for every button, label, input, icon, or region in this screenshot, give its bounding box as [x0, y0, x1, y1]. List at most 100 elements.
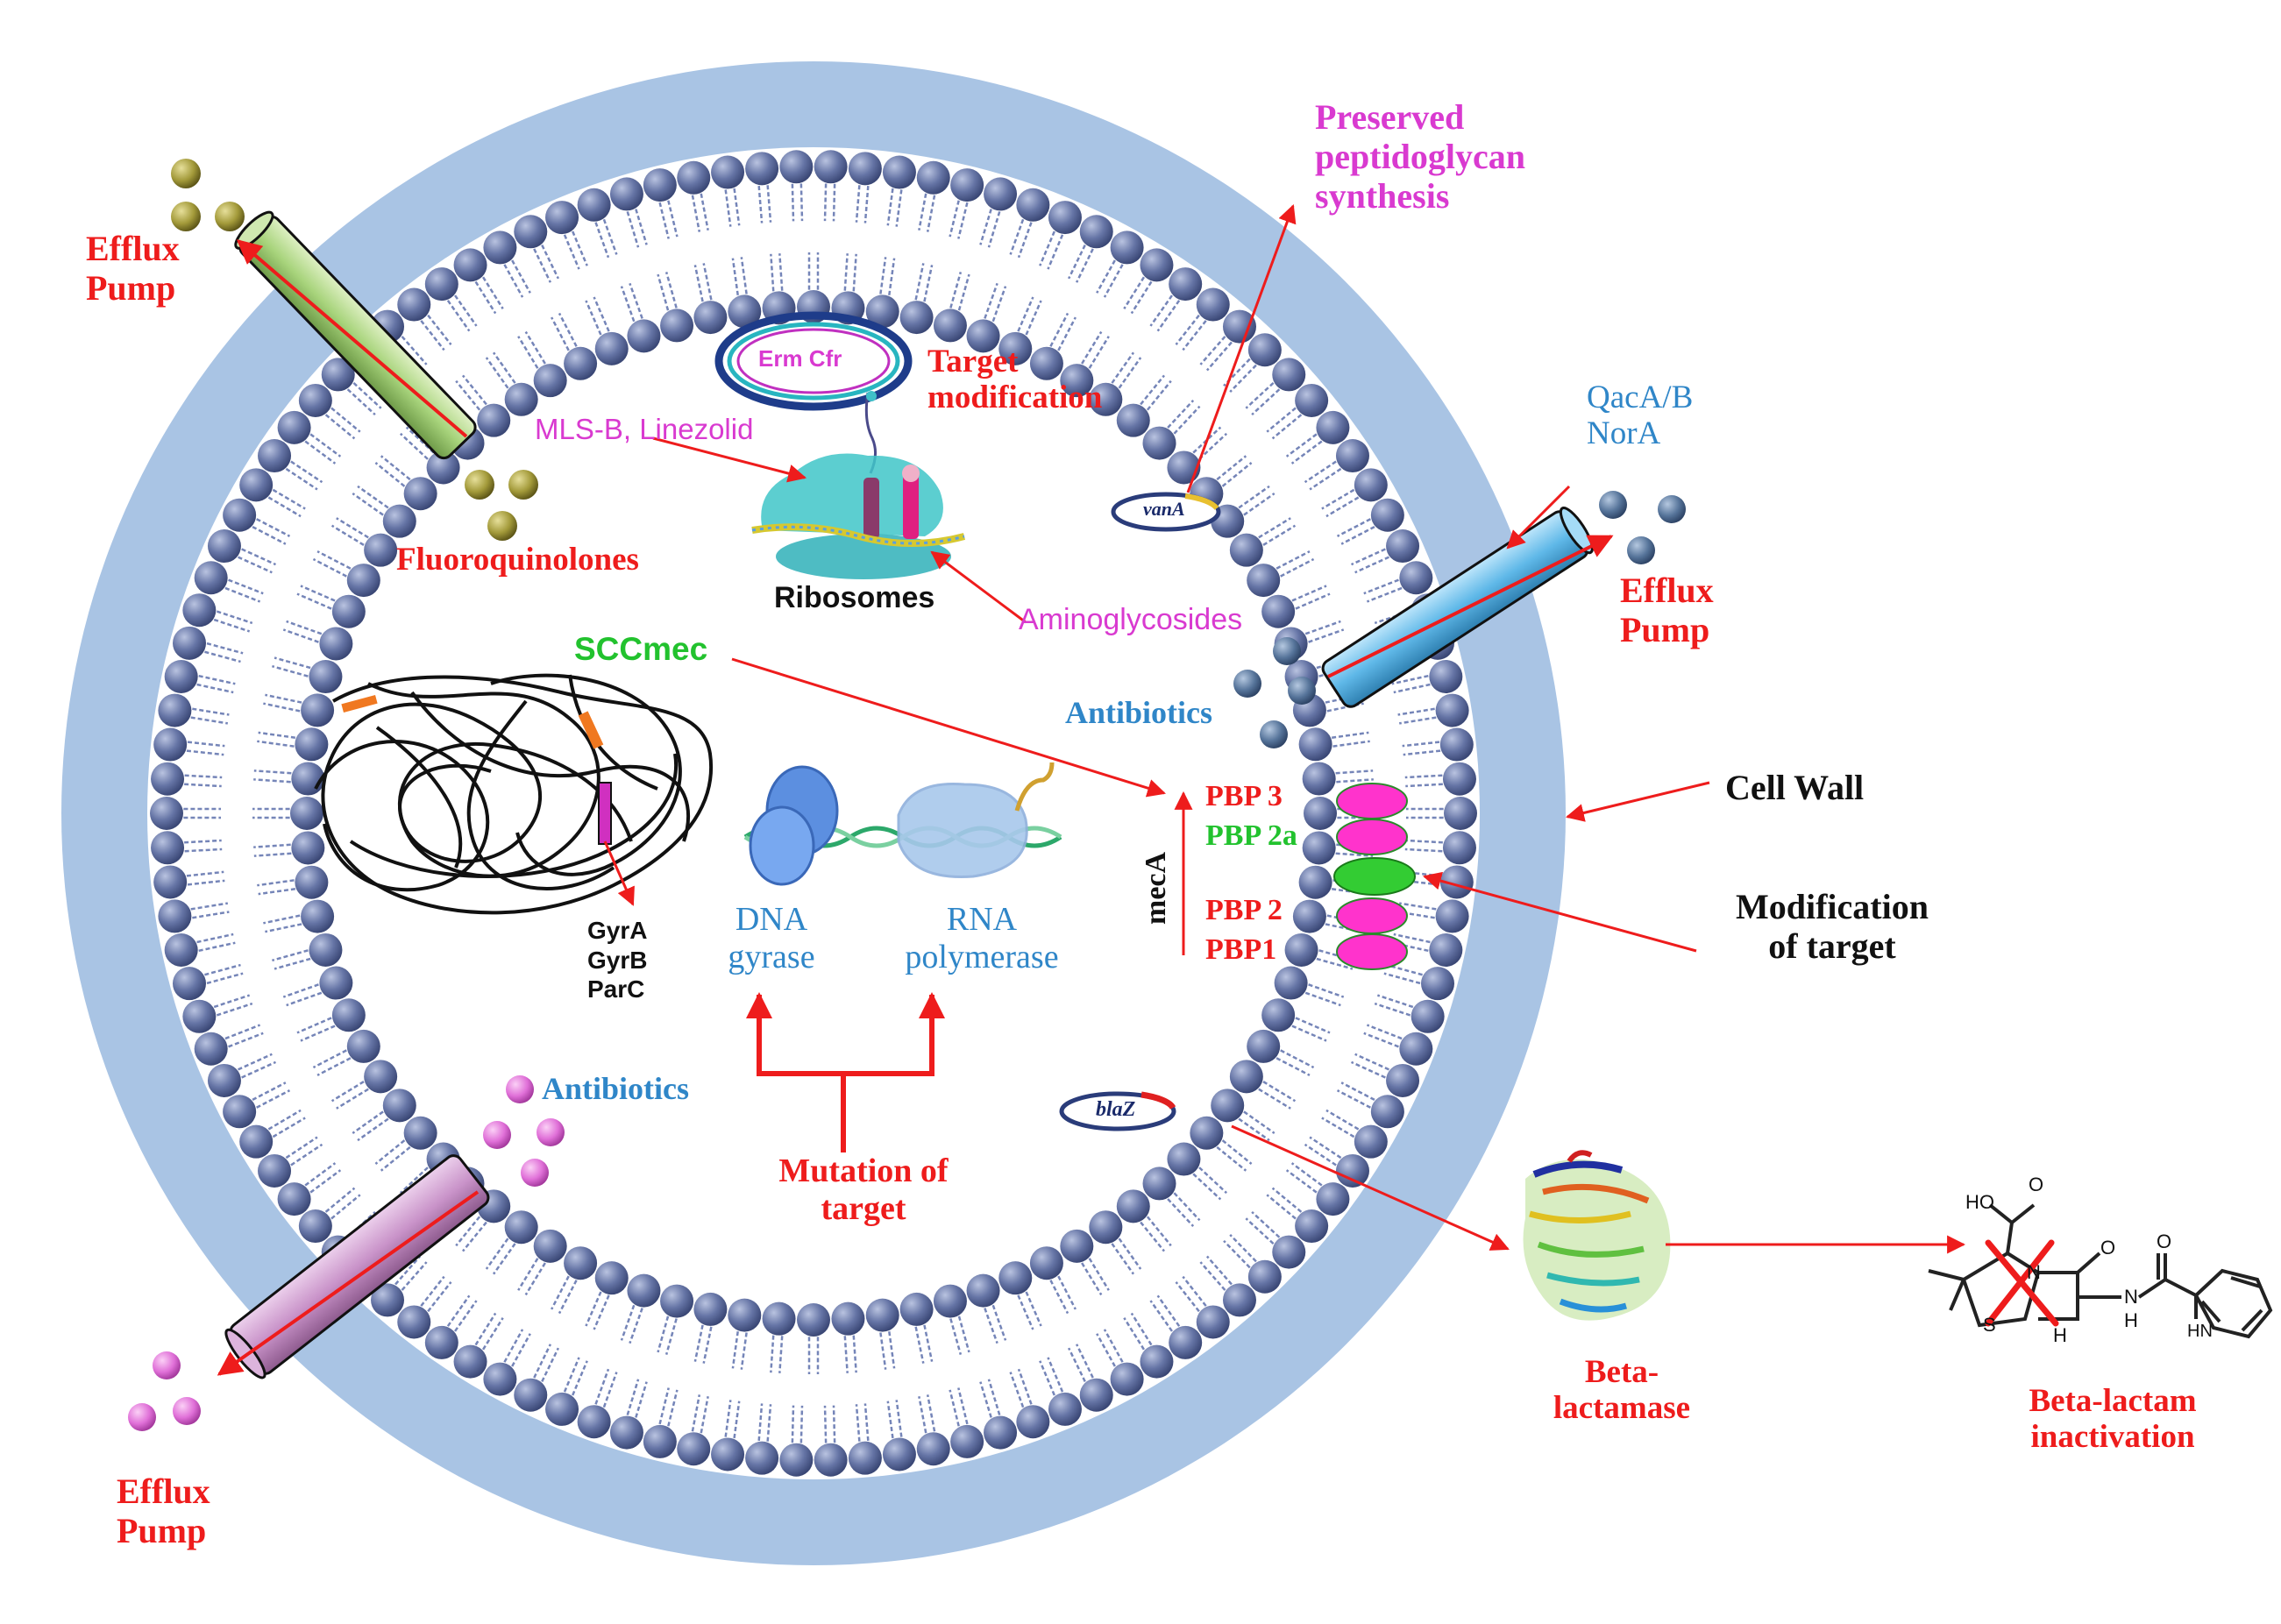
- chromosome-magenta-segment: [598, 782, 612, 845]
- lipid-head: [291, 831, 325, 865]
- lipid-tail: [1156, 294, 1184, 332]
- label-pbp1: PBP1: [1205, 933, 1277, 966]
- lipid-tail: [1216, 1135, 1253, 1165]
- lipid-tail: [1096, 1333, 1119, 1373]
- mutation-bracket-arrows: [746, 992, 945, 1152]
- efflux-arrow-right: [1327, 535, 1614, 678]
- lipid-tail: [325, 1194, 361, 1224]
- lipid-tail: [1182, 1275, 1212, 1313]
- lipid-tail: [568, 224, 588, 266]
- lipid-tail: [1245, 1217, 1280, 1250]
- lipid-head: [258, 1153, 292, 1188]
- lipid-tail: [210, 1002, 253, 1019]
- lipid-head: [594, 1261, 629, 1295]
- lipid-tail: [1245, 377, 1280, 409]
- lipid-tail: [1256, 524, 1297, 550]
- lipid-head: [309, 660, 343, 694]
- lipid-tail: [455, 379, 486, 416]
- lipid-head: [1196, 287, 1230, 322]
- lipid-head: [426, 450, 460, 485]
- lipid-tail: [989, 286, 1007, 329]
- lipid-head: [364, 533, 398, 567]
- lipid-tail: [799, 1405, 804, 1450]
- lipid-tail: [1266, 402, 1302, 433]
- lipid-tail: [282, 628, 326, 646]
- lipid-head: [728, 294, 762, 329]
- lipid-tail: [842, 253, 849, 298]
- arrow-modification-of-target: [1422, 871, 1697, 953]
- lipid-tail: [1162, 399, 1195, 434]
- antibiotic-spheres-blue-outside: [1599, 491, 1686, 564]
- lipid-tail: [319, 409, 356, 440]
- lipid-tail: [1141, 1210, 1172, 1247]
- lipid-tail: [177, 847, 223, 853]
- lipid-tail: [180, 740, 225, 748]
- lipid-tail: [1351, 1060, 1393, 1081]
- lipid-head: [403, 477, 437, 511]
- lipid-tail: [878, 1325, 887, 1370]
- label-pbp2: PBP 2: [1205, 894, 1283, 926]
- lipid-tail: [1022, 300, 1042, 342]
- lipid-tail: [316, 1053, 358, 1076]
- arrow-cell-wall: [1565, 781, 1710, 822]
- lipid-head: [182, 593, 217, 628]
- lipid-tail: [177, 774, 223, 779]
- label-efflux-pump-top-left: Efflux Pump: [86, 229, 180, 308]
- lipid-head: [150, 797, 183, 830]
- lipid-tail: [1289, 592, 1331, 613]
- lipid-tail: [791, 176, 795, 222]
- ribosome-icon: [751, 453, 966, 579]
- lipid-tail: [913, 1319, 925, 1364]
- lipid-head: [1399, 561, 1433, 595]
- lipid-head: [693, 301, 728, 335]
- lipid-tail: [664, 272, 680, 316]
- lipid-tail: [1232, 1113, 1270, 1142]
- lipid-tail: [1309, 955, 1354, 970]
- lipid-tail: [1404, 774, 1450, 779]
- lipid-tail: [1383, 972, 1428, 987]
- lipid-tail: [299, 436, 337, 465]
- lipid-tail: [284, 1143, 323, 1170]
- lipid-head: [1386, 1063, 1420, 1097]
- lipid-head: [424, 1325, 458, 1359]
- lipid-tail: [1169, 405, 1201, 440]
- lipid-tail: [657, 273, 672, 318]
- lipid-tail: [1340, 1081, 1382, 1104]
- label-efflux-pump-bottom-left: Efflux Pump: [117, 1472, 210, 1550]
- lipid-tail: [253, 842, 298, 848]
- lipid-head: [298, 1209, 332, 1244]
- label-beta-lactamase: Beta- lactamase: [1553, 1354, 1691, 1427]
- lipid-head: [1370, 498, 1404, 532]
- lipid-head: [382, 1089, 416, 1123]
- lipid-head: [1116, 1189, 1150, 1223]
- lipid-tail: [280, 1136, 318, 1163]
- chem-label-n-ring: N: [2027, 1261, 2041, 1283]
- lipid-tail: [957, 1387, 970, 1431]
- lipid-tail: [886, 1401, 895, 1446]
- lipid-tail: [664, 1311, 680, 1355]
- label-modification-of-target: Modification of target: [1736, 887, 1929, 966]
- lipid-tail: [624, 1379, 640, 1422]
- lipid-tail: [765, 178, 772, 223]
- lipid-head: [594, 331, 629, 365]
- lipid-tail: [1321, 1117, 1361, 1142]
- lipid-tail: [316, 550, 358, 573]
- lipid-tail: [266, 1117, 306, 1142]
- lipid-head: [1167, 450, 1201, 485]
- lipid-head: [1439, 727, 1474, 762]
- lipid-tail: [1211, 455, 1247, 486]
- lipid-tail: [1135, 374, 1165, 411]
- arrow-aminoglycosides-to-ribosome: [930, 550, 1027, 624]
- lipid-tail: [878, 257, 887, 301]
- lipid-tail: [300, 1022, 342, 1042]
- lipid-tail: [979, 202, 995, 245]
- lipid-head: [950, 168, 984, 202]
- lipid-tail: [1285, 429, 1324, 457]
- lipid-head: [1439, 865, 1474, 899]
- pbp-stack: [1333, 783, 1416, 970]
- lipid-head: [298, 383, 332, 417]
- lipid-tail: [1106, 351, 1135, 390]
- lipid-tail: [1130, 275, 1156, 315]
- lipid-head: [194, 561, 228, 595]
